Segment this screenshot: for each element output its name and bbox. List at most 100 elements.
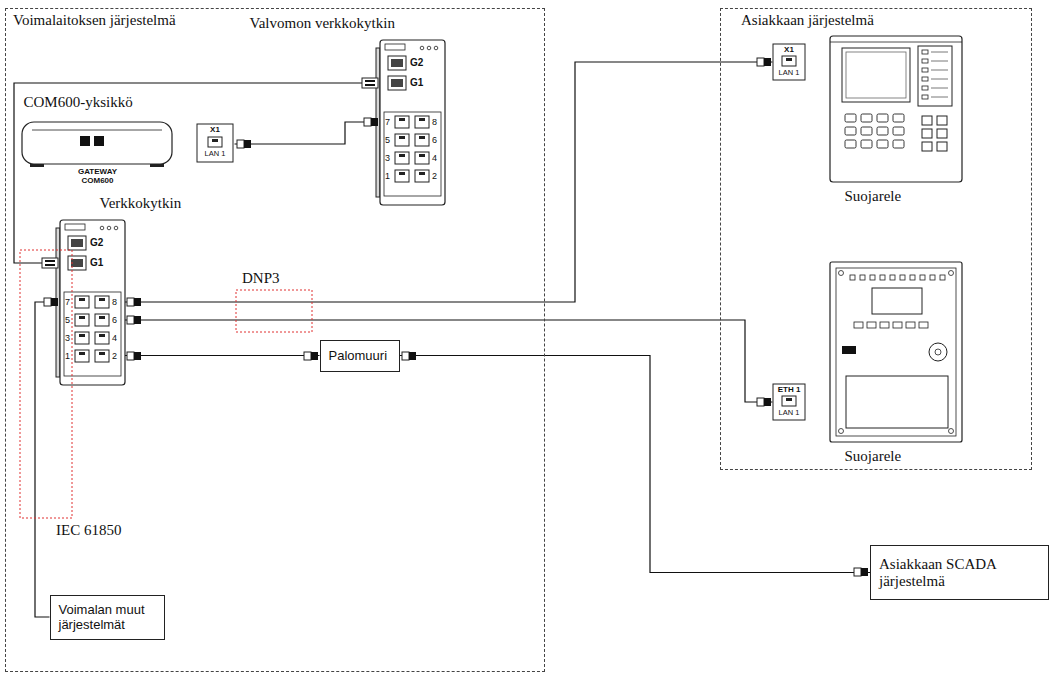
cable-connector (125, 62, 773, 302)
port-notch (399, 118, 405, 121)
led (922, 59, 928, 63)
ethernet-port (75, 332, 89, 344)
port-notch (99, 298, 105, 301)
region-title: Voimalaitoksen järjestelmä (13, 12, 176, 29)
relay-key (893, 322, 902, 328)
gateway-body (22, 122, 172, 164)
led-line (931, 79, 948, 80)
port-notch (419, 154, 425, 157)
led-line (931, 88, 948, 89)
system-box: Voimalan muut järjestelmät (50, 595, 165, 640)
port-label: LAN 1 (773, 68, 805, 77)
fiber-plug-core (365, 84, 375, 86)
status-led (427, 46, 431, 50)
gateway-foot (150, 164, 164, 167)
port-notch (99, 352, 105, 355)
relay-key (877, 114, 888, 122)
relay-body (830, 36, 962, 182)
port-box (197, 124, 233, 162)
cable-plug (757, 58, 771, 66)
ethernet-port (75, 296, 89, 308)
relay-button (937, 116, 947, 125)
relay-screen (842, 48, 910, 102)
mount-screw (949, 271, 954, 276)
cable-plug (237, 140, 251, 148)
relay-key (893, 140, 904, 148)
relay-cover (846, 376, 948, 428)
cable-plug (127, 316, 141, 324)
fiber-port-inner (391, 59, 403, 67)
firewall-box: Palomuuri (320, 340, 400, 372)
relay-key (854, 322, 863, 328)
plug-body (304, 352, 311, 360)
ethernet-port (95, 296, 109, 308)
cable-plug (364, 118, 378, 126)
relay-key (906, 322, 915, 328)
port-number: 4 (112, 332, 117, 344)
relay-key (845, 114, 856, 122)
port-number: 8 (112, 296, 117, 308)
status-led (100, 226, 104, 230)
ethernet-port (75, 314, 89, 326)
fiber-plug-core (365, 80, 375, 82)
gateway-foot (30, 164, 44, 167)
port-notch (99, 334, 105, 337)
box-text: Asiakkaan SCADA järjestelmä (879, 556, 1040, 590)
status-led (420, 46, 424, 50)
led (850, 275, 855, 280)
port-notch (419, 172, 425, 175)
fiber-port-inner (71, 259, 83, 267)
plug-body (364, 118, 371, 126)
fiber-plug (362, 78, 378, 88)
port-label: ETH 1 (773, 385, 805, 395)
ethernet-port (415, 170, 429, 182)
mount-screw (839, 271, 844, 276)
port-label: X1 (773, 45, 805, 55)
fiber-port-inner (391, 79, 403, 87)
fiber-port (68, 236, 86, 250)
port-block (384, 112, 441, 196)
relay-key (845, 127, 856, 135)
port-number: 7 (65, 296, 70, 308)
led (920, 275, 925, 280)
cable-plug (44, 298, 58, 306)
ethernet-port (415, 116, 429, 128)
relay-key (861, 114, 872, 122)
device-label: COM600-yksikkö (24, 94, 133, 111)
relay-key (867, 322, 876, 328)
relay-screen-inner (846, 52, 906, 98)
system-region: SuojareleSuojareleAsiakkaan järjestelmä (720, 8, 1032, 470)
led (900, 275, 905, 280)
ethernet-port (395, 152, 409, 164)
port-notch (399, 172, 405, 175)
status-led (114, 226, 118, 230)
led (940, 275, 945, 280)
fiber-plug-body (362, 78, 378, 88)
ethernet-port (395, 170, 409, 182)
port-number: 4 (432, 152, 437, 164)
fiber-plug (42, 258, 58, 268)
ethernet-port (95, 314, 109, 326)
plug-head (371, 118, 378, 126)
plug-body (757, 58, 764, 66)
port-number: 7 (385, 116, 390, 128)
cable-connector (125, 355, 320, 356)
mount-screw (949, 429, 954, 434)
led (890, 275, 895, 280)
relay-button (937, 142, 947, 151)
relay-key (893, 114, 904, 122)
fiber-port (388, 56, 406, 70)
relay-body (830, 262, 962, 442)
led-line (931, 97, 948, 98)
highlight-box (20, 250, 72, 518)
switch-drawing (56, 220, 125, 385)
port-box (773, 44, 805, 80)
relay-key (861, 127, 872, 135)
led (922, 95, 928, 99)
rj45-notch (786, 398, 792, 401)
plug-head (311, 352, 318, 360)
port-number: 5 (65, 314, 70, 326)
switch-body (60, 220, 125, 385)
